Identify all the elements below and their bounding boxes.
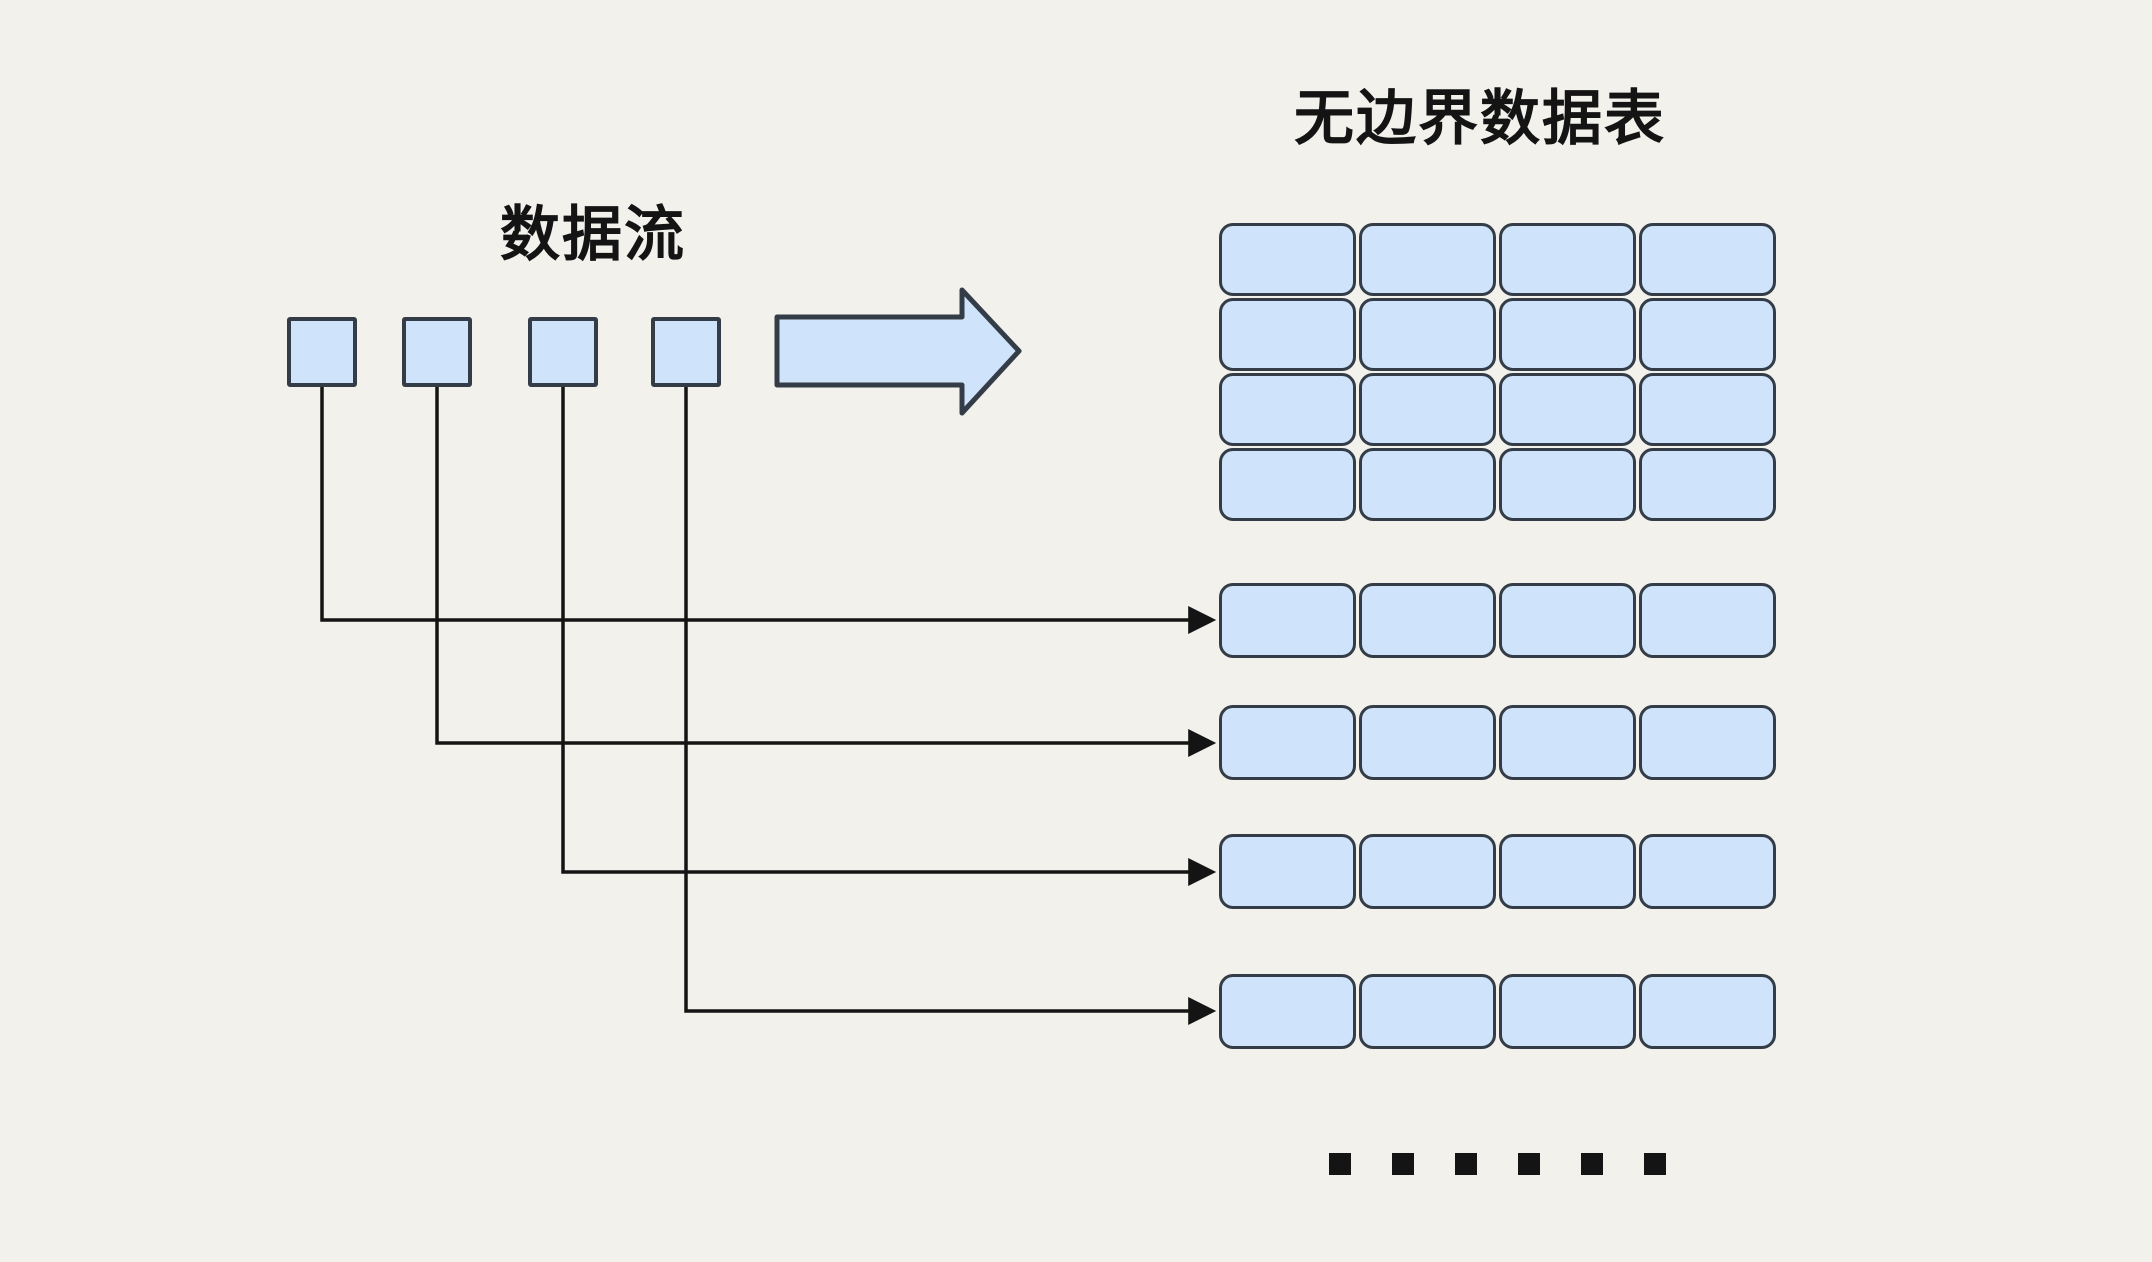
- table-appended-row: [1219, 583, 1776, 658]
- table-cell: [1359, 974, 1496, 1049]
- table-cell: [1639, 583, 1776, 658]
- table-cell: [1359, 298, 1496, 371]
- table-cell: [1359, 223, 1496, 296]
- table-cell: [1499, 583, 1636, 658]
- unbounded-table-grid: [1219, 223, 1776, 521]
- table-cell: [1499, 448, 1636, 521]
- table-cell: [1639, 974, 1776, 1049]
- stream-item-box: [287, 317, 357, 387]
- table-cell: [1639, 834, 1776, 909]
- table-cell: [1359, 705, 1496, 780]
- table-appended-row: [1219, 834, 1776, 909]
- ellipsis-dot: [1455, 1153, 1477, 1175]
- ellipsis-dot: [1392, 1153, 1414, 1175]
- table-cell: [1359, 373, 1496, 446]
- table-cell: [1219, 298, 1356, 371]
- table-cell: [1219, 974, 1356, 1049]
- table-cell: [1639, 705, 1776, 780]
- table-cell: [1499, 834, 1636, 909]
- table-cell: [1359, 583, 1496, 658]
- table-cell: [1359, 834, 1496, 909]
- stream-item-box: [528, 317, 598, 387]
- stream-title: 数据流: [500, 201, 686, 268]
- table-cell: [1219, 583, 1356, 658]
- ellipsis-dot: [1581, 1153, 1603, 1175]
- ellipsis-dots: [1329, 1153, 1666, 1175]
- flow-right-arrow: [774, 287, 1022, 416]
- table-appended-row: [1219, 974, 1776, 1049]
- ellipsis-dot: [1518, 1153, 1540, 1175]
- table-cell: [1219, 373, 1356, 446]
- table-cell: [1499, 223, 1636, 296]
- connector-line-4: [684, 385, 1217, 1025]
- table-cell: [1639, 448, 1776, 521]
- connector-line-1: [320, 385, 1217, 634]
- table-cell: [1639, 223, 1776, 296]
- table-cell: [1499, 974, 1636, 1049]
- table-cell: [1219, 834, 1356, 909]
- connector-line-2: [435, 385, 1217, 757]
- table-cell: [1499, 298, 1636, 371]
- table-cell: [1219, 705, 1356, 780]
- table-cell: [1639, 373, 1776, 446]
- table-cell: [1499, 373, 1636, 446]
- ellipsis-dot: [1644, 1153, 1666, 1175]
- table-cell: [1359, 448, 1496, 521]
- ellipsis-dot: [1329, 1153, 1351, 1175]
- unbounded-table-title: 无边界数据表: [1294, 85, 1666, 152]
- table-cell: [1219, 223, 1356, 296]
- connector-line-3: [561, 385, 1217, 886]
- table-cell: [1499, 705, 1636, 780]
- table-appended-row: [1219, 705, 1776, 780]
- stream-item-box: [402, 317, 472, 387]
- table-cell: [1639, 298, 1776, 371]
- table-cell: [1219, 448, 1356, 521]
- stream-item-box: [651, 317, 721, 387]
